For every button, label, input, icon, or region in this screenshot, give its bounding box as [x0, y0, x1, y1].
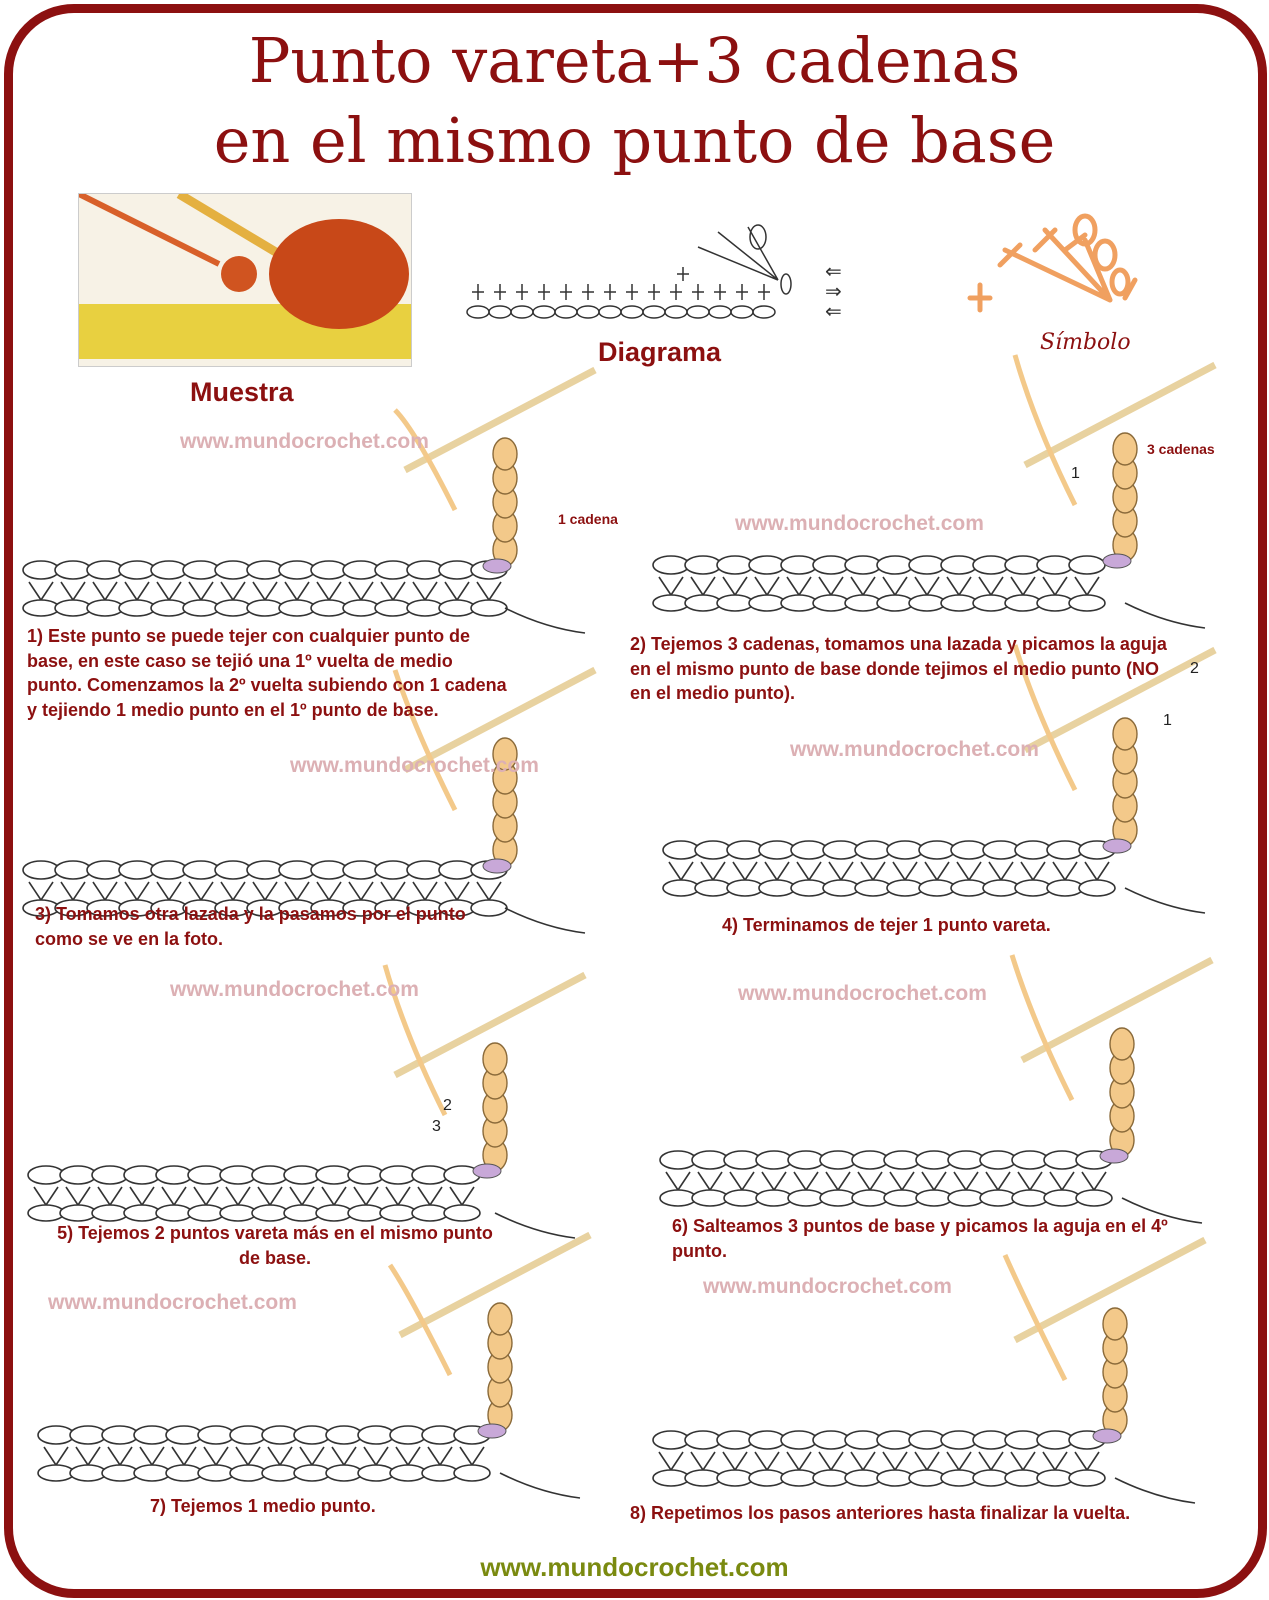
- step-6-illustration: [659, 954, 1214, 1224]
- stitch-diagram: [466, 224, 792, 319]
- page-border: [4, 4, 1267, 1598]
- watermark: www.mundocrochet.com: [290, 754, 539, 777]
- symbol-label: Símbolo: [1040, 330, 1131, 355]
- row-direction-arrows: ⇐⇒⇐: [825, 261, 842, 323]
- step-8-illustration: [652, 1236, 1207, 1504]
- step-8-text: 8) Repetimos los pasos anteriores hasta …: [630, 1503, 1131, 1523]
- page-title-line2: en el mismo punto de base: [213, 104, 1056, 177]
- watermark: www.mundocrochet.com: [735, 512, 984, 535]
- step-4-illustration: [662, 644, 1217, 914]
- sample-label: Muestra: [190, 377, 294, 407]
- watermark: www.mundocrochet.com: [703, 1275, 952, 1298]
- step-5-illustration: [27, 964, 587, 1239]
- step-1-text: 1) Este punto se puede tejer con cualqui…: [27, 626, 507, 720]
- footer-url: www.mundocrochet.com: [480, 1552, 789, 1582]
- step-2-text: 2) Tejemos 3 cadenas, tomamos una lazada…: [630, 634, 1167, 703]
- arrow-number: 1: [1163, 712, 1172, 729]
- watermark: www.mundocrochet.com: [738, 982, 987, 1005]
- arrow-number: 1: [1071, 465, 1080, 482]
- three-chains-annotation: 3 cadenas: [1147, 441, 1215, 457]
- step-7-illustration: [37, 1231, 592, 1499]
- step-3-text: 3) Tomamos otra lazada y la pasamos por …: [35, 904, 466, 949]
- one-chain-annotation: 1 cadena: [558, 511, 618, 527]
- step-2-illustration: [652, 354, 1217, 629]
- step-1-illustration: [22, 366, 597, 634]
- step-3-illustration: [22, 666, 597, 934]
- arrow-number: 2: [1190, 660, 1199, 677]
- watermark: www.mundocrochet.com: [180, 430, 429, 453]
- arrow-number: 3: [432, 1118, 441, 1135]
- step-7-text: 7) Tejemos 1 medio punto.: [150, 1496, 376, 1516]
- arrow-number: 2: [443, 1097, 452, 1114]
- step-6-text: 6) Salteamos 3 puntos de base y picamos …: [672, 1216, 1168, 1261]
- stitch-symbol: [967, 213, 1138, 313]
- step-5-text: 5) Tejemos 2 puntos vareta más en el mis…: [57, 1223, 493, 1268]
- watermark: www.mundocrochet.com: [170, 978, 419, 1001]
- sample-photo: [78, 193, 412, 367]
- page-title-line1: Punto vareta+3 cadenas: [248, 24, 1021, 97]
- watermark: www.mundocrochet.com: [790, 738, 1039, 761]
- watermark: www.mundocrochet.com: [48, 1291, 297, 1314]
- step-4-text: 4) Terminamos de tejer 1 punto vareta.: [722, 915, 1051, 935]
- diagram-label: Diagrama: [598, 337, 722, 367]
